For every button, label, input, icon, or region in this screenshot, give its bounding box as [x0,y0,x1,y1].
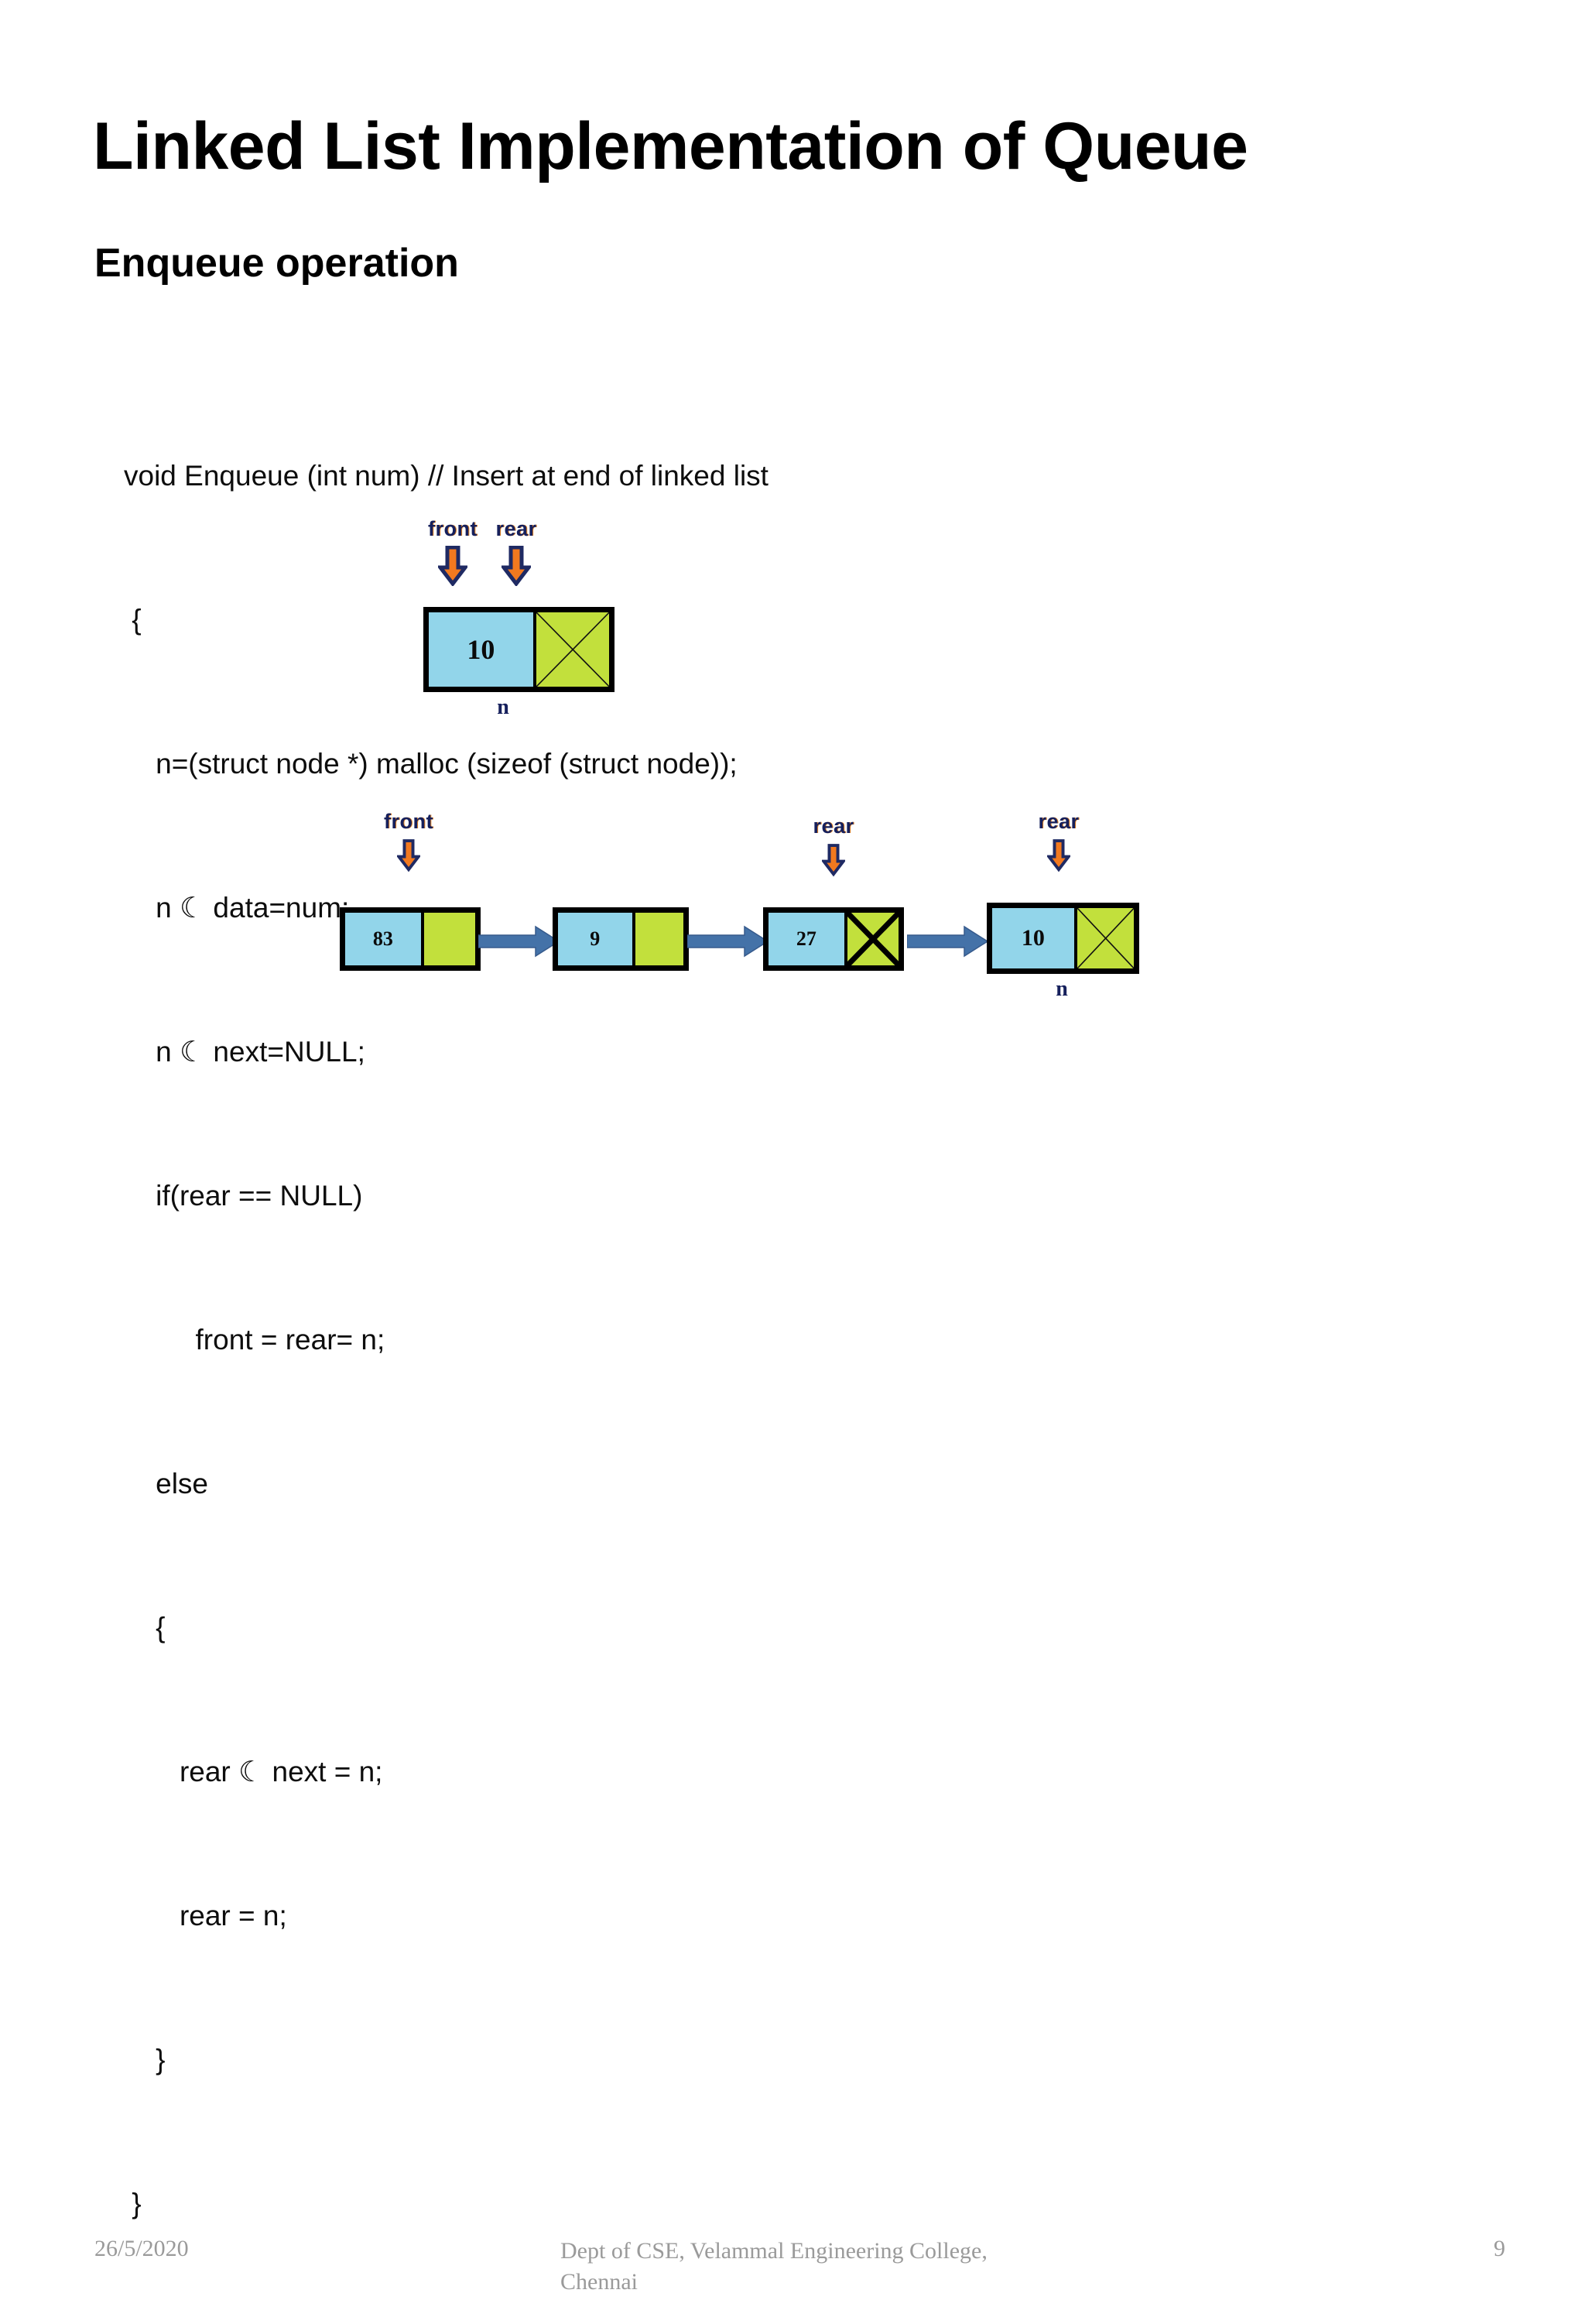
node-next-cell [532,612,609,687]
code-line: } [124,2044,166,2075]
pointer-rear-node3: rear [791,814,876,877]
pointer-rear-node4: rear [1016,810,1101,872]
node-data-cell: 9 [558,913,632,965]
node-4: 10 [987,903,1139,974]
pointer-label: front [428,517,478,540]
code-line: n ☾ next=NULL; [124,1036,365,1068]
node-1: 83 [340,907,481,971]
footer-organization: Dept of CSE, Velammal Engineering Colleg… [560,2238,988,2295]
pointer-rear-top: rear [481,517,551,586]
pointer-front-bottom: front [366,810,451,872]
footer: 26/5/2020 Dept of CSE, Velammal Engineer… [0,1104,1585,2295]
code-line: rear ☾ next = n; [124,1756,383,1788]
code-line: else [124,1468,208,1500]
node-data-cell: 27 [769,913,844,965]
pointer-label: rear [1038,810,1080,833]
link-arrow-icon [907,925,989,958]
code-line: void Enqueue (int num) // Insert at end … [124,460,769,492]
slide: Linked List Implementation of Queue Enqu… [0,109,1585,2295]
down-arrow-icon [502,546,531,586]
link-arrow-icon [687,925,769,958]
code-line: n ☾ data=num; [124,892,350,924]
code-line: { [124,1612,166,1644]
null-cross-icon [536,612,609,687]
code-line: } [124,2188,142,2219]
node-data-cell: 10 [429,612,533,687]
node-2: 9 [553,907,689,971]
footer-date: 26/5/2020 [94,2236,189,2261]
node-next-cell [632,913,683,965]
section-subtitle: Enqueue operation [94,241,459,286]
page-title: Linked List Implementation of Queue [93,109,1248,183]
code-line: front = rear= n; [124,1324,385,1356]
node-next-cell [844,913,899,965]
node-name-label-top: n [497,695,509,719]
pointer-label: front [384,810,433,833]
down-arrow-icon [822,844,845,877]
code-line: { [124,604,142,636]
pointer-label: rear [813,814,854,838]
link-arrow-icon [478,925,560,958]
node-data-cell: 83 [345,913,421,965]
down-arrow-icon [1047,839,1070,872]
code-line: rear = n; [124,1900,287,1932]
node-next-cell [420,913,475,965]
down-arrow-icon [397,839,420,872]
null-cross-icon [1077,908,1134,968]
down-arrow-icon [438,546,467,586]
node-name-label-bottom: n [1056,977,1068,1001]
node-next-cell [1073,908,1134,968]
code-line: n=(struct node *) malloc (sizeof (struct… [124,748,738,780]
null-cross-icon [847,913,899,965]
footer-page-number: 9 [1494,2236,1505,2261]
node-data-cell: 10 [992,908,1074,968]
node-top: 10 [423,607,614,692]
pointer-label: rear [495,517,537,540]
node-3: 27 [763,907,904,971]
pointer-front-top: front [418,517,488,586]
